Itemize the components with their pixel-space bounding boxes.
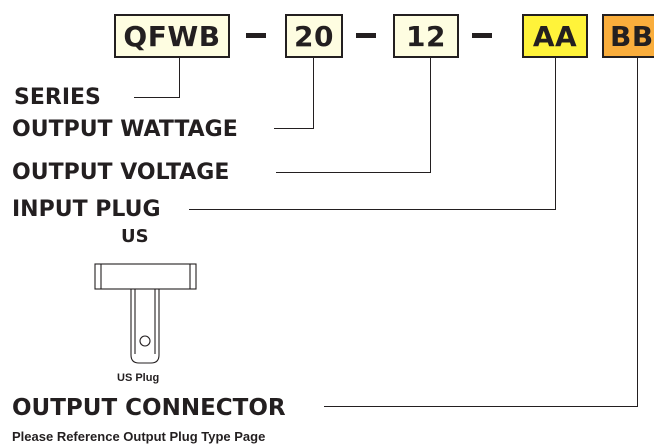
output-voltage-label: OUTPUT VOLTAGE — [12, 160, 230, 185]
series-leader-line — [134, 58, 180, 98]
output-connector-label: OUTPUT CONNECTOR — [12, 395, 286, 421]
wattage-leader-line — [274, 58, 314, 129]
series-code-box: QFWB — [114, 14, 230, 58]
us-plug-caption: US Plug — [117, 372, 160, 384]
output-wattage-label: OUTPUT WATTAGE — [12, 117, 238, 142]
input-plug-label: INPUT PLUG — [12, 197, 161, 222]
voltage-leader-line — [276, 58, 431, 173]
separator-dash-1 — [246, 33, 266, 38]
voltage-code-box: 12 — [393, 14, 459, 58]
reference-note: Please Reference Output Plug Type Page — [12, 429, 266, 444]
separator-dash-2 — [356, 33, 376, 38]
output-connector-leader-line — [324, 58, 638, 407]
series-label: SERIES — [14, 85, 101, 110]
plug-region-label: US — [121, 226, 149, 247]
separator-dash-3 — [472, 33, 492, 38]
input-plug-leader-line — [189, 58, 556, 210]
input-plug-code-box: AA — [522, 14, 588, 58]
wattage-code-box: 20 — [285, 14, 343, 58]
output-connector-code-box: BB — [602, 14, 654, 58]
